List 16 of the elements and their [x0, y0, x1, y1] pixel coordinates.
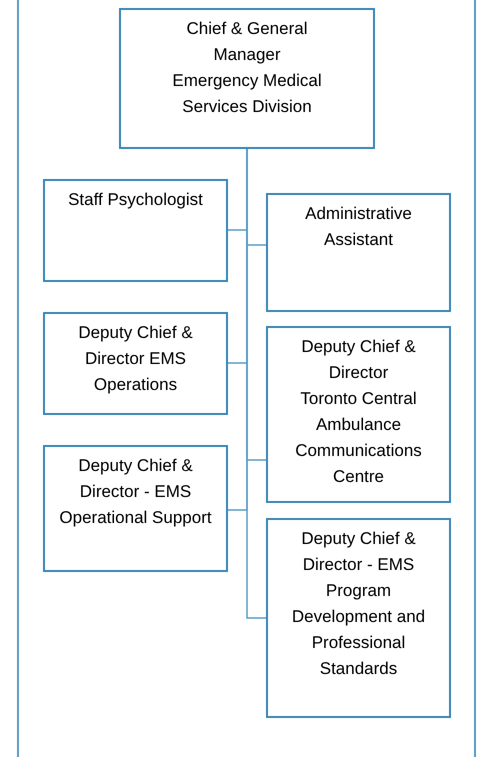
position-box — [43, 445, 228, 572]
position-title: Chief & General Manager — [186, 18, 308, 66]
position-title: Emergency Medical Services Division — [171, 70, 323, 118]
position-box — [266, 518, 451, 718]
position-title: Toronto Central Ambulance Communications Centre — [294, 388, 423, 488]
position-box — [43, 179, 228, 282]
position-title: Staff Psychologist — [68, 189, 203, 211]
position-title: Deputy Chief & Director - EMS Operational Support — [58, 455, 213, 529]
position-title: Deputy Chief & Director — [300, 336, 417, 384]
position-box — [266, 326, 451, 503]
position-box — [43, 312, 228, 415]
position-title: Deputy Chief & Director - EMS Program Development and Professional Standards — [290, 528, 426, 680]
position-box — [119, 8, 375, 149]
position-box — [266, 193, 451, 312]
position-title: Deputy Chief & Director EMS Operations — [77, 322, 194, 396]
position-title: Administrative Assistant — [304, 203, 413, 251]
